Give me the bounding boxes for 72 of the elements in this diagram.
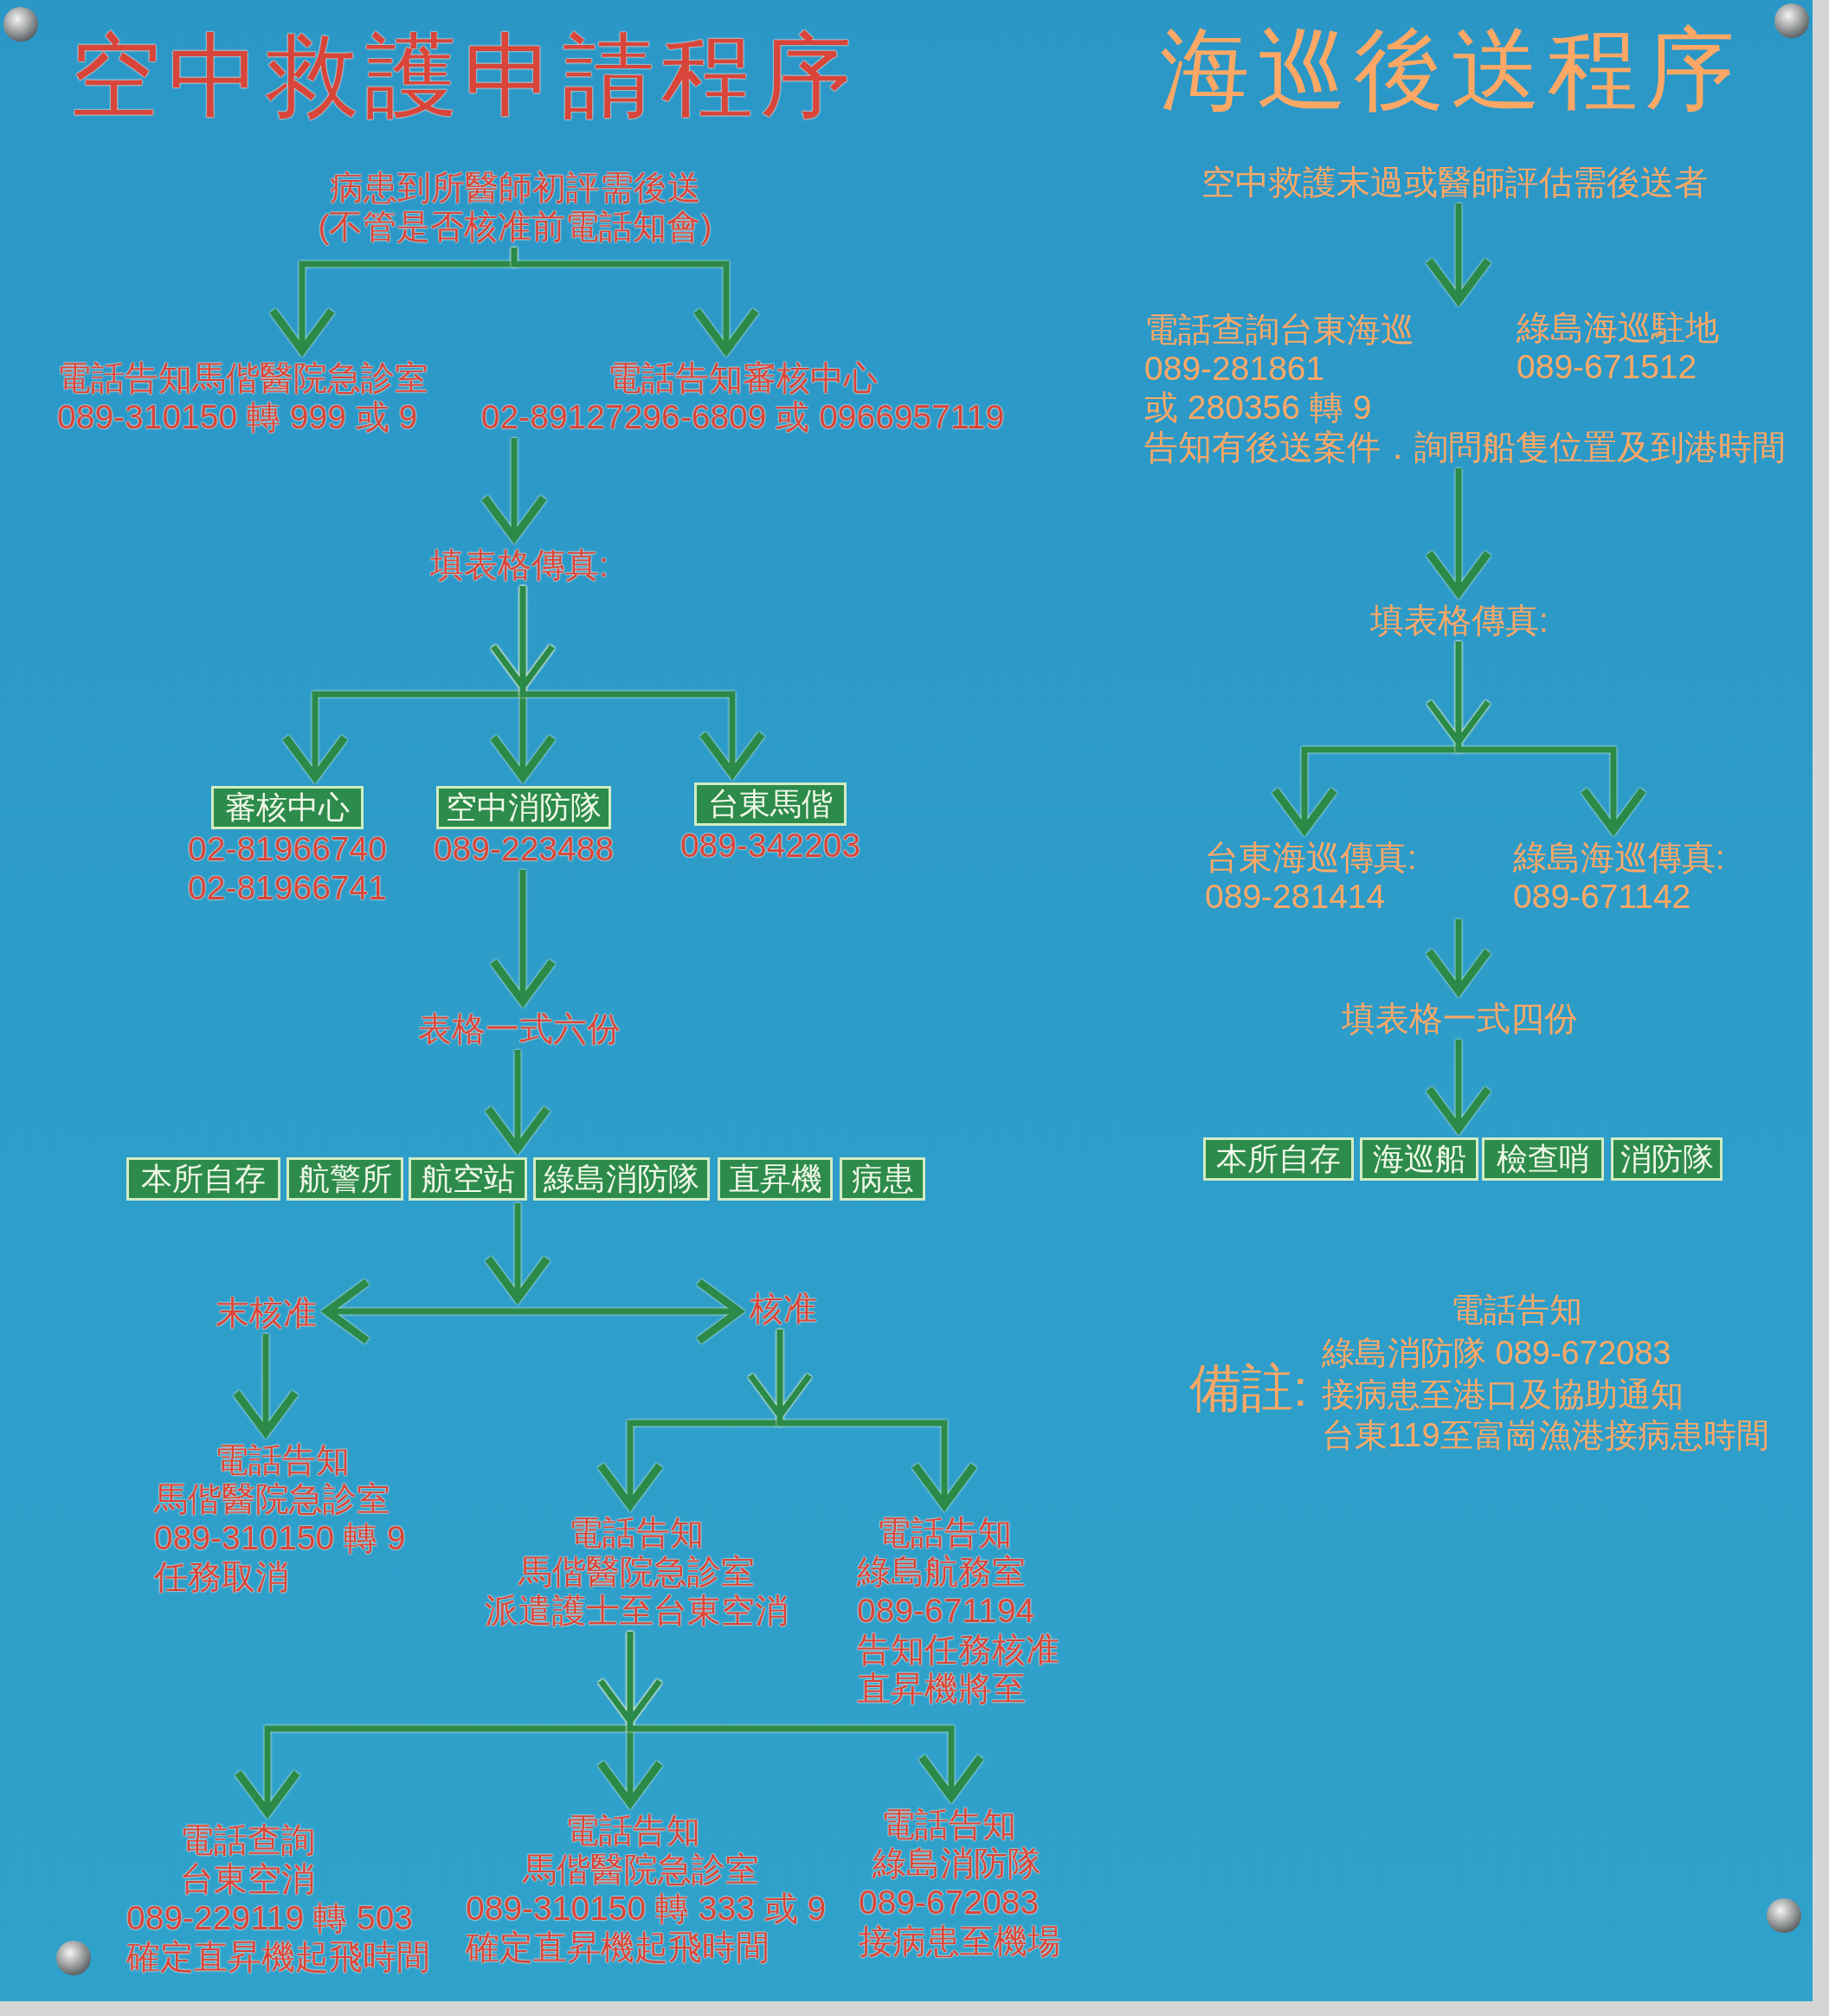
step-text: 電話查詢台東海巡 [1144,311,1414,348]
note-heading: 備註: [1189,1358,1308,1419]
step-text: 填表格一式四份 [1341,1000,1578,1037]
heading: 海巡後送程序 [1160,18,1742,121]
step-text: 確定直昇機起飛時間 [126,1938,430,1975]
step-text: 告知任務核准 [857,1631,1059,1668]
step-text: 填表格傳真: [430,546,609,583]
recipient-box: 本所自存 [1203,1137,1354,1181]
phone-number: 089-281414 [1205,878,1386,915]
recipient-box: 本所自存 [126,1157,280,1201]
place-name: 綠島海巡駐地 [1517,309,1719,346]
phone-number: 089-310150 轉 333 或 9 [466,1890,827,1927]
place-name: 馬偕醫院急診室 [154,1480,390,1517]
recipient-box: 審核中心 [211,786,364,829]
phone-number: 089-281861 [1144,350,1325,387]
step-text: 接病患至機場 [859,1923,1061,1960]
phone-number: 02-81966740 [188,830,387,867]
place-name: 綠島海巡傳真: [1513,839,1725,876]
recipient-box: 消防隊 [1611,1137,1723,1181]
step-text: 電話告知 [215,1441,350,1478]
recipient-box: 航空站 [409,1157,527,1201]
step-text: 電話查詢 [180,1821,315,1858]
step-text: 電話告知 [565,1812,700,1849]
status-text: 末核准 [216,1294,317,1331]
note-text: 電話告知 [1451,1291,1582,1330]
step-text: 電話告知審核中心 [608,359,878,396]
recipient-box: 台東馬偕 [694,783,847,826]
step-text: 電話告知 [877,1514,1012,1551]
phone-number: 089-672083 [859,1884,1040,1921]
recipient-box: 海巡船 [1360,1137,1478,1181]
note-text: (不管是否核准前電話知會) [318,208,712,245]
phone-number: 089-671142 [1513,878,1691,915]
phone-number: 或 280356 轉 9 [1144,389,1372,426]
step-text: 派遣護士至台東空消 [484,1592,789,1629]
step-text: 填表格傳真: [1370,602,1549,639]
heading: 空中救護申請程序 [69,23,859,128]
note-text: 接病患至港口及協助通知 [1322,1375,1684,1414]
step-text: 電話告知馬偕醫院急診室 [57,359,428,396]
recipient-box: 檢查哨 [1482,1137,1604,1181]
place-name: 馬偕醫院急診室 [518,1553,755,1590]
phone-number: 02-89127296-6809 或 0966957119 [480,398,1005,435]
recipient-box: 病患 [840,1157,925,1201]
phone-number: 02-81966741 [188,869,387,906]
note-text: 綠島消防隊 089-672083 [1322,1334,1671,1373]
step-text: 確定直昇機起飛時間 [466,1929,770,1966]
recipient-box: 航警所 [287,1157,403,1201]
phone-number: 089-310150 轉 9 [154,1519,406,1556]
step-text: 告知有後送案件．詢問船隻位置及到港時間 [1144,428,1786,466]
step-text: 電話告知 [569,1514,704,1551]
place-name: 綠島消防隊 [873,1845,1041,1882]
step-text: 任務取消 [154,1558,289,1595]
step-text: 電話告知 [881,1806,1016,1843]
recipient-box: 綠島消防隊 [533,1157,710,1201]
step-text: 空中救護末過或醫師評估需後送者 [1201,164,1708,201]
phone-number: 089-223488 [433,830,615,867]
place-name: 台東空消 [180,1860,315,1897]
place-name: 綠島航務室 [857,1553,1026,1590]
phone-number: 089-310150 轉 999 或 9 [57,398,418,435]
place-name: 馬偕醫院急診室 [523,1851,759,1888]
phone-number: 089-671512 [1517,348,1697,385]
double-arrow [323,1278,743,1345]
recipient-box: 直昇機 [718,1157,833,1201]
phone-number: 089-342203 [679,827,861,864]
phone-number: 089-671194 [857,1592,1035,1629]
status-text: 核准 [749,1290,817,1327]
step-text: 直昇機將至 [857,1670,1026,1707]
step-text: 表格一式六份 [418,1010,621,1047]
step-text: 病患到所醫師初評需後送 [329,169,701,206]
place-name: 台東海巡傳真: [1205,839,1417,876]
recipient-box: 空中消防隊 [436,786,611,829]
phone-number: 089-229119 轉 503 [126,1899,414,1936]
note-text: 台東119至富崗漁港接病患時間 [1322,1416,1769,1455]
